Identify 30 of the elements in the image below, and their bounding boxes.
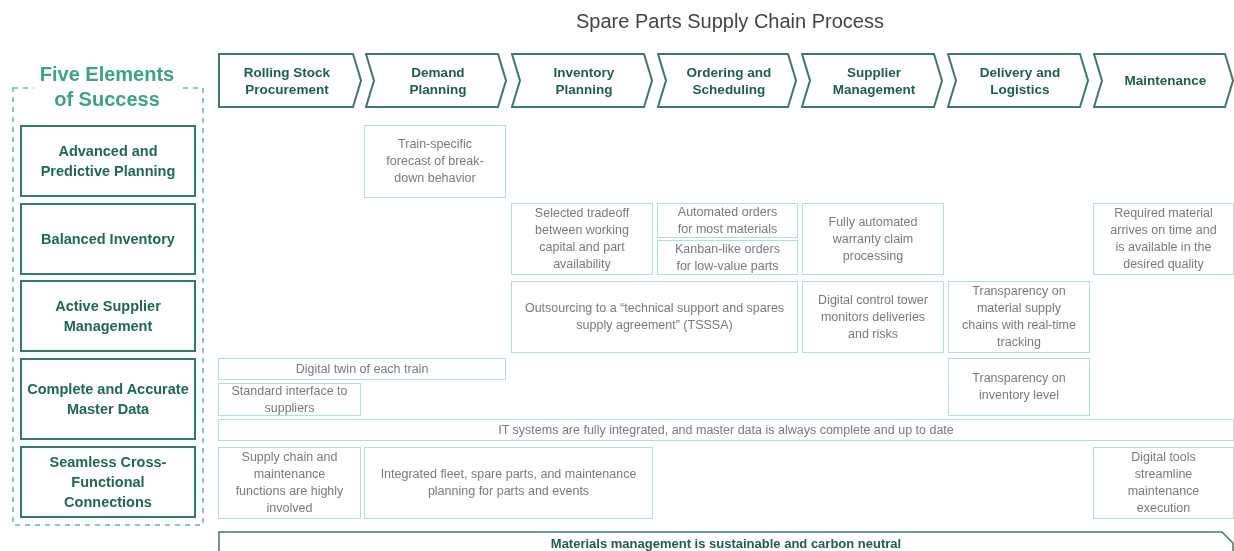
goal-arrow-bar: Materials management is sustainable and carbon neutral: [218, 531, 1234, 551]
process-stage-heading: Maintenance: [1093, 53, 1234, 108]
process-stage-heading: Demand Planning: [365, 53, 507, 108]
outcome-box: Required material arrives on time and is available in the desired quality: [1093, 203, 1234, 275]
element-box: Balanced Inventory: [20, 203, 196, 275]
outcome-box: Digital control tower monitors deliveries and risks: [802, 281, 944, 353]
outcome-box: IT systems are fully integrated, and master data is always complete and up to date: [218, 419, 1234, 441]
element-box: Seamless Cross-Functional Connections: [20, 446, 196, 518]
outcome-box: Integrated fleet, spare parts, and maintenance planning for parts and events: [364, 447, 653, 519]
outcome-box: Digital twin of each train: [218, 358, 506, 380]
outcome-box: Transparency on inventory level: [948, 358, 1090, 416]
outcome-box: Fully automated warranty claim processing: [802, 203, 944, 275]
outcome-box: Kanban-like orders for low-value parts: [657, 240, 798, 275]
diagram-title: Spare Parts Supply Chain Process: [575, 10, 885, 33]
element-box: Complete and Accurate Master Data: [20, 358, 196, 440]
process-stage-heading: Inventory Planning: [511, 53, 653, 108]
process-stage-heading: Ordering and Scheduling: [657, 53, 797, 108]
outcome-box: Automated orders for most materials: [657, 203, 798, 238]
outcome-box: Digital tools streamline maintenance execution: [1093, 447, 1234, 519]
element-box: Advanced and Predictive Planning: [20, 125, 196, 197]
outcome-box: Transparency on material supply chains with real-time tracking: [948, 281, 1090, 353]
outcome-box: Selected tradeoff between working capital and part availability: [511, 203, 653, 275]
outcome-box: Supply chain and maintenance functions are highly involved: [218, 447, 361, 519]
element-box: Active Supplier Management: [20, 280, 196, 352]
outcome-box: Standard interface to suppliers: [218, 383, 361, 416]
outcome-box: Train-specific forecast of break-down behavior: [364, 125, 506, 198]
process-stage-heading: Supplier Management: [801, 53, 943, 108]
process-stage-heading: Delivery and Logistics: [947, 53, 1089, 108]
process-stage-heading: Rolling Stock Procurement: [218, 53, 362, 108]
outcome-box: Outsourcing to a “technical support and spares supply agreement” (TSSSA): [511, 281, 798, 353]
